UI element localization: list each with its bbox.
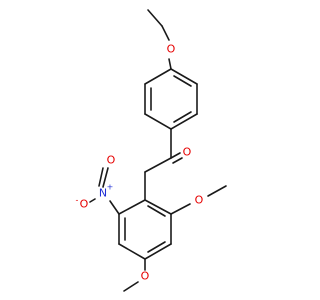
ring1-bond-4 (170, 113, 198, 130)
ring2-double-2 (147, 241, 166, 253)
bond-n-o-double-b (98, 167, 104, 187)
top-benzene-ring (144, 68, 198, 130)
bond-o4-methyl (123, 281, 139, 292)
ring1-double-2 (173, 111, 192, 123)
structure-canvas: O O N + O O - O O (76, 9, 227, 292)
nitro-negative-charge: - (76, 196, 79, 205)
bond-ethyl-cc (147, 9, 163, 27)
ring2-bond-1 (118, 199, 146, 215)
ring1-double-3 (173, 75, 192, 87)
bond-ring-n (109, 200, 120, 215)
bond-ethyl-co (161, 25, 170, 41)
atom-nitro-nitrogen: N (99, 187, 107, 200)
ring2-bond-6 (144, 199, 172, 215)
ethoxy-group (147, 9, 172, 70)
bottom-benzene-ring (118, 199, 172, 260)
bond-ring-o5 (170, 203, 191, 215)
ketone-group (144, 128, 183, 201)
ring2-bond-3 (118, 243, 146, 260)
ring2-double-3 (147, 205, 166, 217)
bond-co-double-b (172, 157, 183, 164)
atom-ethoxy-oxygen: O (167, 43, 176, 56)
bond-n-o-single (89, 198, 96, 203)
atom-methoxy-oxygen-4: O (141, 270, 150, 283)
ring1-bond-6 (170, 68, 198, 85)
ring2-bond-4 (144, 243, 172, 260)
ring1-bond-1 (144, 68, 172, 85)
atom-methoxy-oxygen-5: O (195, 194, 204, 207)
atom-nitro-oxygen-double: O (107, 154, 116, 167)
nitro-group (89, 167, 120, 215)
ring1-bond-3 (144, 113, 172, 130)
atom-nitro-oxygen-single: O (80, 198, 89, 211)
nitro-positive-charge: + (107, 183, 114, 192)
molecule-structure: O O N + O O - O O (76, 9, 227, 292)
bond-carbonyl-ch2 (144, 157, 172, 173)
atom-carbonyl-oxygen: O (183, 146, 192, 159)
bond-n-o-double-a (102, 167, 109, 188)
methoxy-group-5 (170, 185, 227, 215)
bond-ring-o (168, 58, 172, 70)
bond-co-double-a (170, 152, 181, 159)
methoxy-group-4 (123, 258, 146, 292)
bond-o5-methyl (207, 185, 227, 197)
